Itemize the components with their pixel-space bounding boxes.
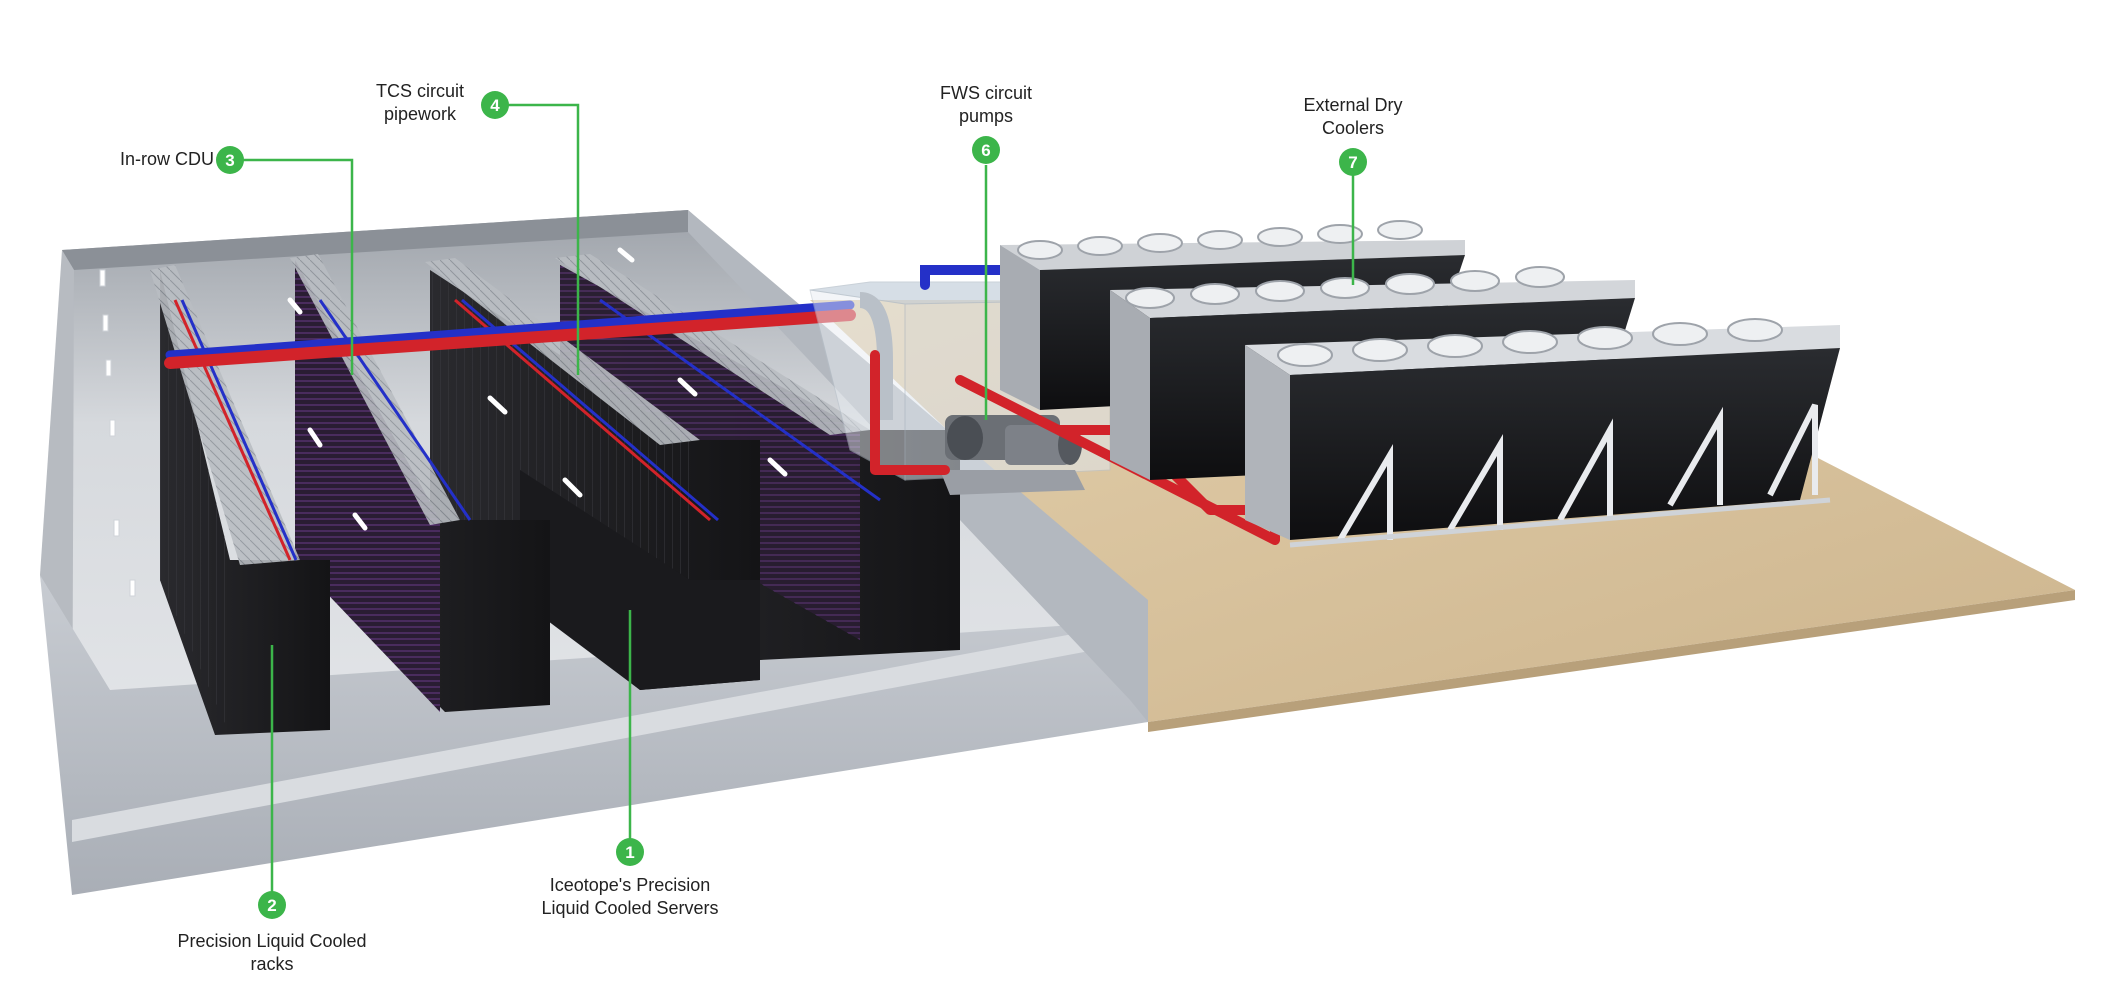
wall-lights (99, 269, 136, 597)
callout-4: 4 (481, 91, 580, 375)
building-back-wall (62, 210, 688, 270)
cooler-fans (1017, 220, 1783, 367)
callout-1: 1 (616, 610, 644, 866)
callout-2: 2 (258, 645, 286, 919)
callout-label-servers: Iceotope's Precision Liquid Cooled Serve… (541, 875, 719, 918)
callout-label-cdu: In-row CDU (119, 149, 214, 169)
rack-row-2 (295, 260, 550, 712)
callout-number: 1 (625, 843, 634, 862)
tcs-header-pipework (164, 300, 856, 369)
callout-label-dry-coolers: External Dry Coolers (1303, 95, 1403, 138)
callout-7: 7 (1339, 148, 1367, 285)
callout-label-fws-pumps: FWS circuit pumps (940, 83, 1032, 126)
rack-lights (287, 247, 788, 531)
callout-number: 3 (225, 151, 234, 170)
rack-row-1 (160, 270, 330, 735)
callout-number: 6 (981, 141, 990, 160)
callout-number: 7 (1348, 153, 1357, 172)
callout-6: 6 (972, 136, 1000, 420)
callout-3: 3 (216, 146, 354, 375)
callout-label-tcs-pipework: TCS circuit pipework (375, 81, 464, 124)
callout-number: 4 (490, 96, 500, 115)
fws-pumps (940, 415, 1085, 495)
callout-number: 2 (267, 896, 276, 915)
callout-label-racks: Precision Liquid Cooled racks (177, 931, 367, 974)
